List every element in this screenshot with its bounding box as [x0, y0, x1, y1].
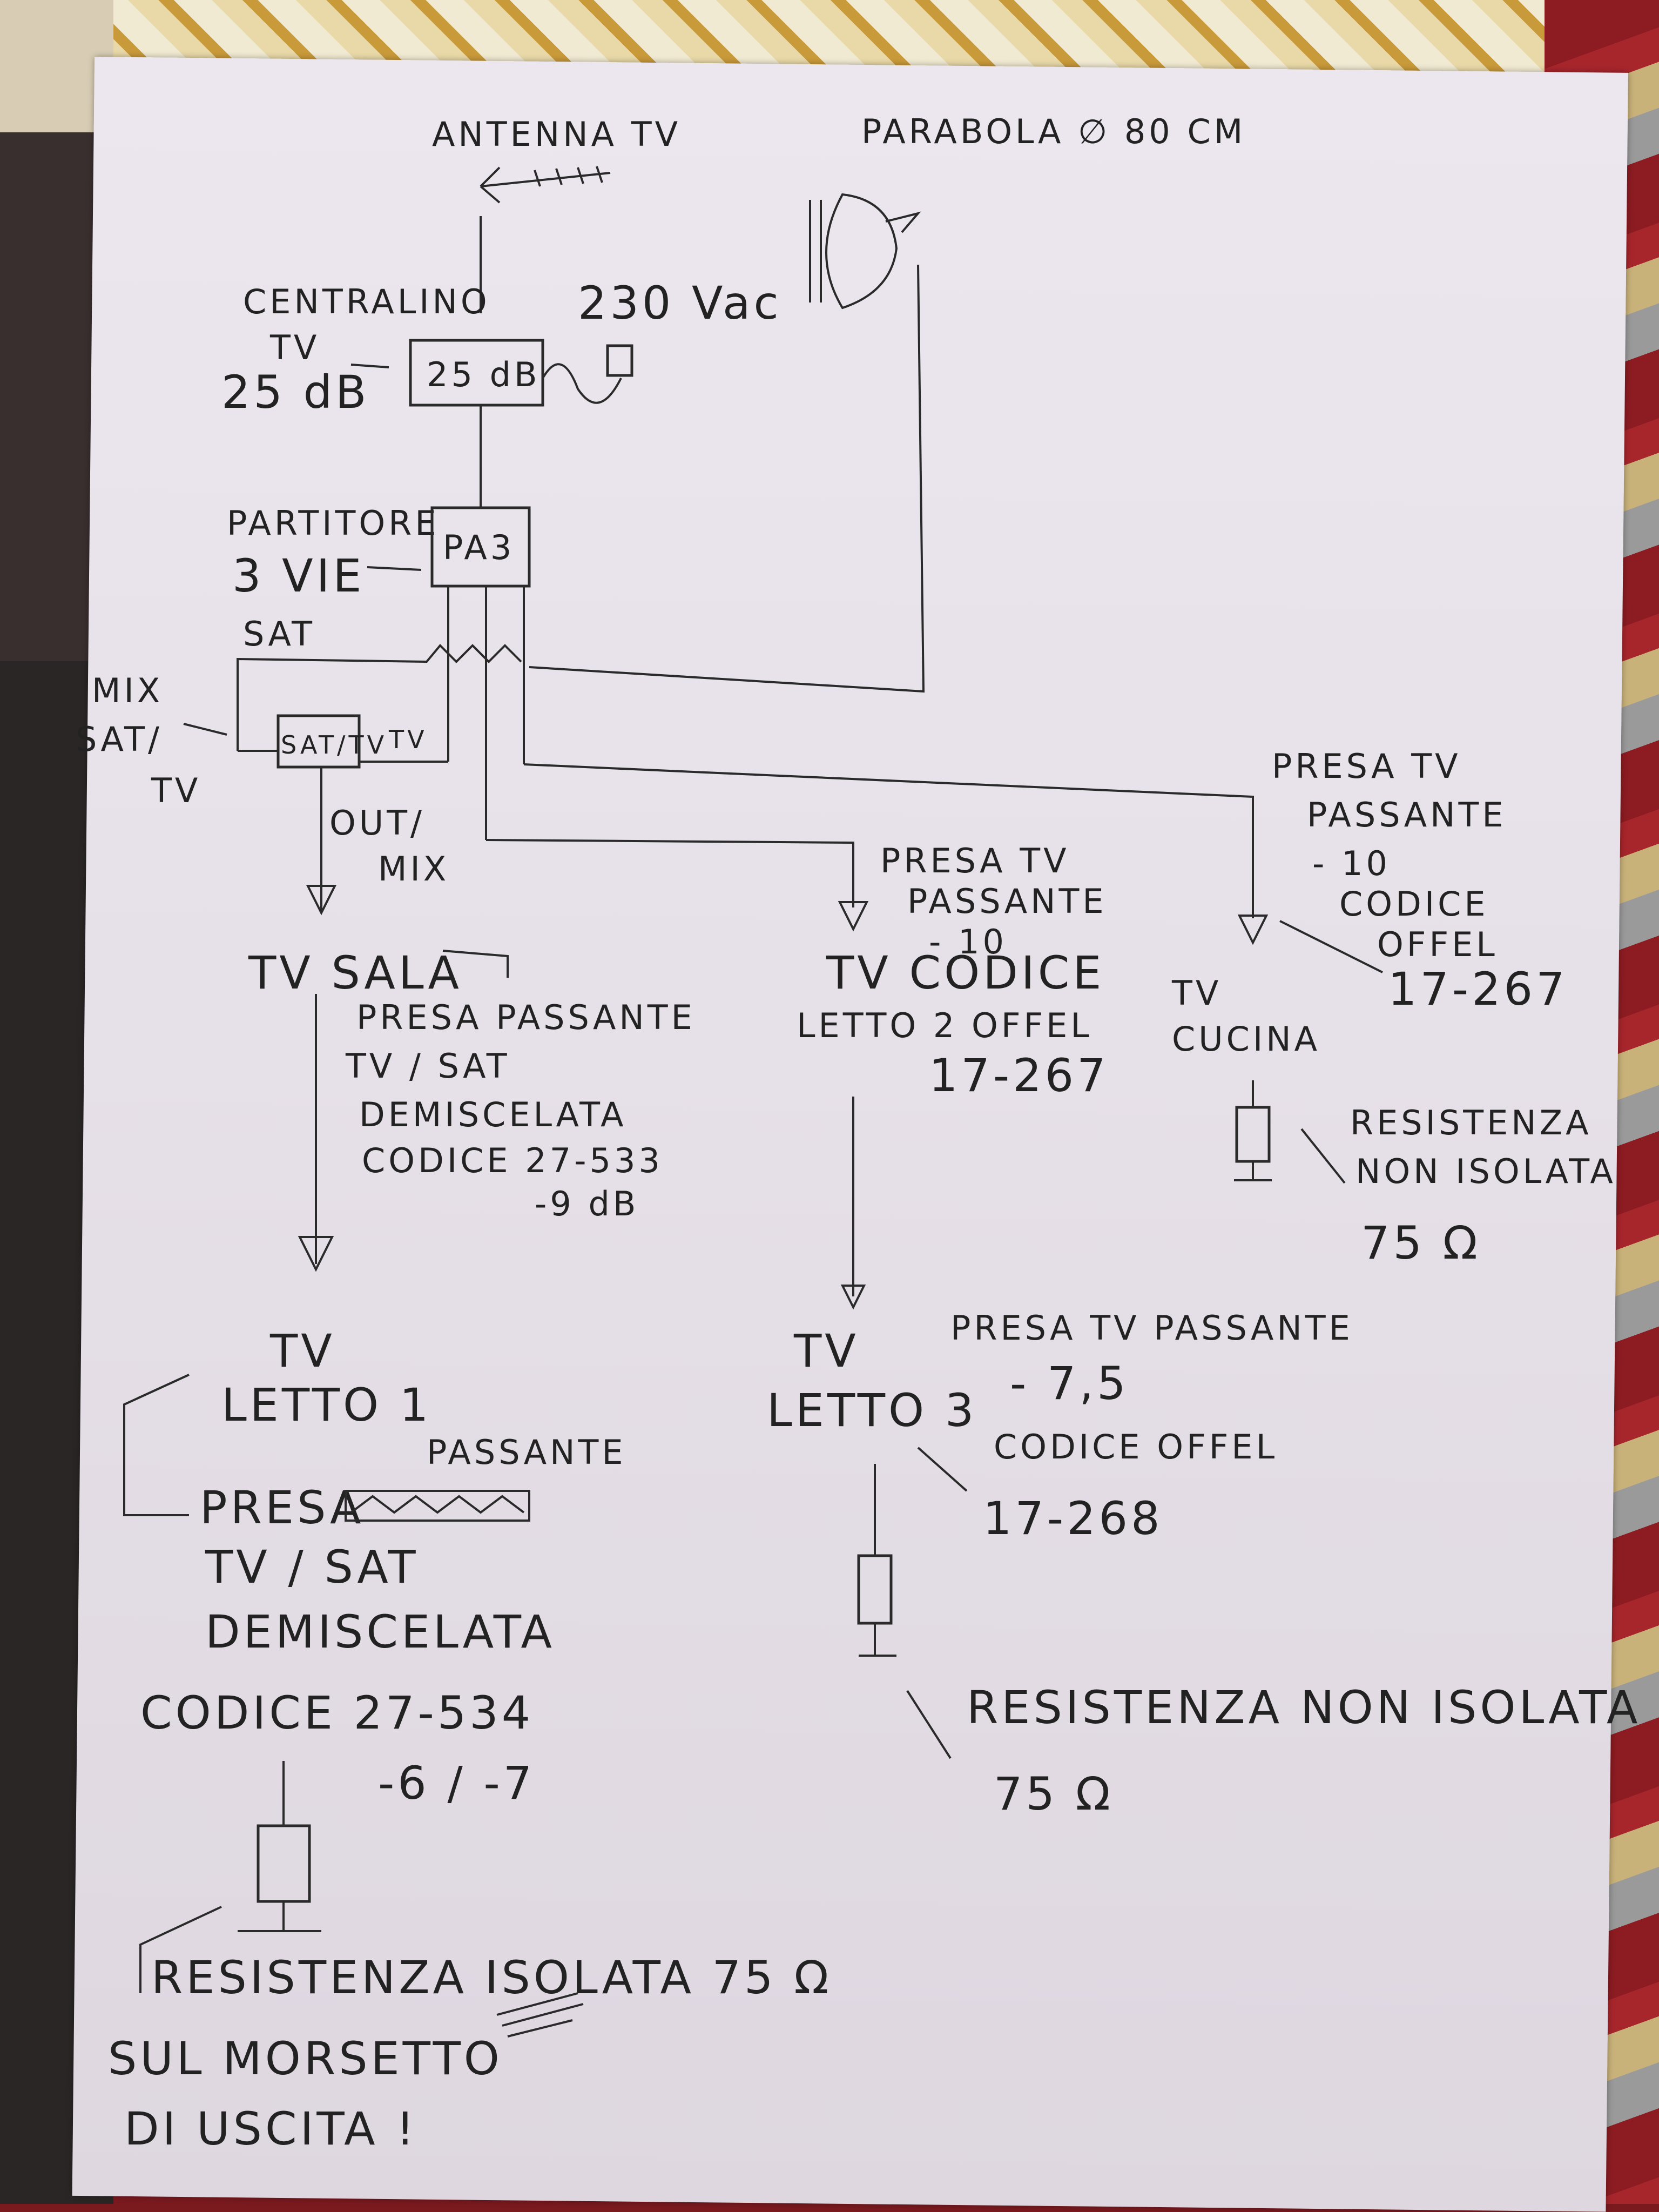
mix-label-3: TV	[151, 771, 201, 810]
res-letto1-text-3: DI USCITA !	[124, 2102, 417, 2155]
cucina-arrow-icon	[1237, 915, 1269, 945]
letto3-text-5: CODICE OFFEL	[994, 1427, 1278, 1467]
letto1-text-2: LETTO 1	[221, 1379, 431, 1431]
letto3-arrow-icon	[840, 1285, 866, 1310]
splitter-box	[430, 506, 531, 588]
res-letto1-text-1: RESISTENZA ISOLATA 75 Ω	[151, 1951, 832, 2004]
letto3-text-4: - 7,5	[1010, 1357, 1129, 1410]
tv-sala-label: TV SALA	[248, 946, 462, 999]
cucina-text-4: CODICE	[1339, 884, 1489, 924]
cucina-pointer	[1279, 920, 1383, 973]
res-letto1-text-2: SUL MORSETTO	[108, 2032, 503, 2085]
resistor-cucina-icon	[1234, 1080, 1272, 1181]
letto3-text-3: PRESA TV PASSANTE	[950, 1308, 1353, 1348]
resistor-letto3-pointer	[906, 1690, 952, 1759]
plug-icon	[606, 344, 633, 377]
resistor-letto1-pointer	[139, 1906, 222, 1993]
sat-label: SAT	[243, 614, 315, 654]
mix-label-1: MIX	[92, 671, 163, 710]
res-letto3-text-2: 75 Ω	[994, 1767, 1114, 1820]
cucina-cable	[523, 763, 1254, 918]
amplifier-box-label: 25 dB	[427, 355, 541, 394]
resistor-letto1-icon	[238, 1761, 321, 1932]
splitter-box-label: PA3	[443, 528, 515, 567]
partitore-label-1: PARTITORE	[227, 503, 440, 543]
letto1-text-4: PRESA	[200, 1481, 364, 1534]
cucina-tv-label-2: CUCINA	[1172, 1019, 1320, 1059]
letto1-arrow-icon	[298, 1236, 334, 1272]
centralino-label-1: CENTRALINO	[243, 282, 490, 321]
letto1-text-8: -6 / -7	[378, 1757, 535, 1810]
antenna-label: ANTENNA TV	[432, 115, 681, 154]
mixer-tv-label: TV	[388, 725, 428, 754]
power-cable	[542, 363, 622, 404]
antenna-icon	[480, 166, 611, 204]
letto2-text-6: 17-267	[929, 1049, 1109, 1102]
amplifier-box	[409, 339, 544, 407]
arrow-mix	[183, 723, 227, 736]
cucina-tv-label-1: TV	[1171, 973, 1222, 1013]
letto1-bracket	[123, 1374, 190, 1516]
partitore-label-2: 3 VIE	[232, 549, 365, 602]
letto2-text-4: TV CODICE	[826, 946, 1104, 999]
out-mix-label-1: OUT/	[329, 803, 425, 843]
letto1-text-5: TV / SAT	[205, 1541, 419, 1594]
arrow-partitore	[367, 566, 422, 571]
power-label: 230 Vac	[578, 277, 782, 330]
sala-bracket	[442, 950, 509, 978]
res-letto3-text-1: RESISTENZA NON ISOLATA	[967, 1681, 1641, 1734]
letto3-pointer	[917, 1447, 968, 1492]
res-cucina-text-1: RESISTENZA	[1350, 1103, 1592, 1142]
resistor-letto3-icon	[857, 1464, 896, 1657]
cucina-text-5: OFFEL	[1377, 925, 1498, 964]
sala-text-1: PRESA PASSANTE	[356, 998, 696, 1037]
sala-text-2: TV / SAT	[345, 1046, 510, 1086]
letto2-text-2: PASSANTE	[907, 882, 1107, 921]
letto1-text-3: PASSANTE	[427, 1433, 626, 1472]
letto1-text-6: DEMISCELATA	[205, 1605, 555, 1658]
letto3-text-2: LETTO 3	[767, 1384, 977, 1437]
sat-cable	[529, 264, 925, 693]
letto1-text-7: CODICE 27-534	[140, 1686, 534, 1739]
tv-sala-arrow-icon	[306, 885, 337, 916]
sat-line	[237, 644, 522, 751]
letto2-arrow-icon	[838, 901, 869, 932]
letto2-text-1: PRESA TV	[880, 841, 1070, 880]
res-cucina-text-3: 75 Ω	[1361, 1216, 1481, 1269]
satellite-dish-icon	[809, 193, 921, 310]
sala-text-5: -9 dB	[535, 1184, 639, 1223]
resistor-cucina-pointer	[1300, 1128, 1346, 1184]
mixer-box	[276, 714, 361, 769]
letto3-text-1: TV	[793, 1324, 859, 1377]
cucina-text-2: PASSANTE	[1307, 795, 1507, 835]
out-mix-label-2: MIX	[378, 849, 449, 889]
letto1-text-1: TV	[269, 1324, 335, 1377]
letto3-text-6: 17-268	[983, 1492, 1163, 1545]
crossed-out-scribble	[350, 1495, 525, 1514]
parabola-label: PARABOLA ∅ 80 CM	[861, 112, 1246, 151]
cucina-text-3: - 10	[1312, 844, 1391, 883]
res-cucina-text-2: NON ISOLATA	[1355, 1152, 1616, 1191]
centralino-label-3: 25 dB	[221, 366, 370, 419]
mixer-box-label: SAT/TV	[281, 730, 387, 759]
emphasis-lines	[496, 1992, 584, 2038]
sala-text-3: DEMISCELATA	[359, 1095, 627, 1134]
letto2-text-3: - 10	[929, 922, 1007, 962]
cucina-text-6: 17-267	[1388, 963, 1568, 1016]
letto2-text-5: LETTO 2 OFFEL	[797, 1006, 1092, 1045]
centralino-label-2: TV	[269, 328, 320, 367]
arrow-centralino	[350, 364, 389, 368]
letto2-cable	[485, 839, 854, 907]
mix-label-2: SAT/	[76, 720, 163, 759]
sala-text-4: CODICE 27-533	[362, 1141, 663, 1180]
cucina-text-1: PRESA TV	[1272, 747, 1461, 786]
crossed-out-word	[345, 1490, 530, 1522]
